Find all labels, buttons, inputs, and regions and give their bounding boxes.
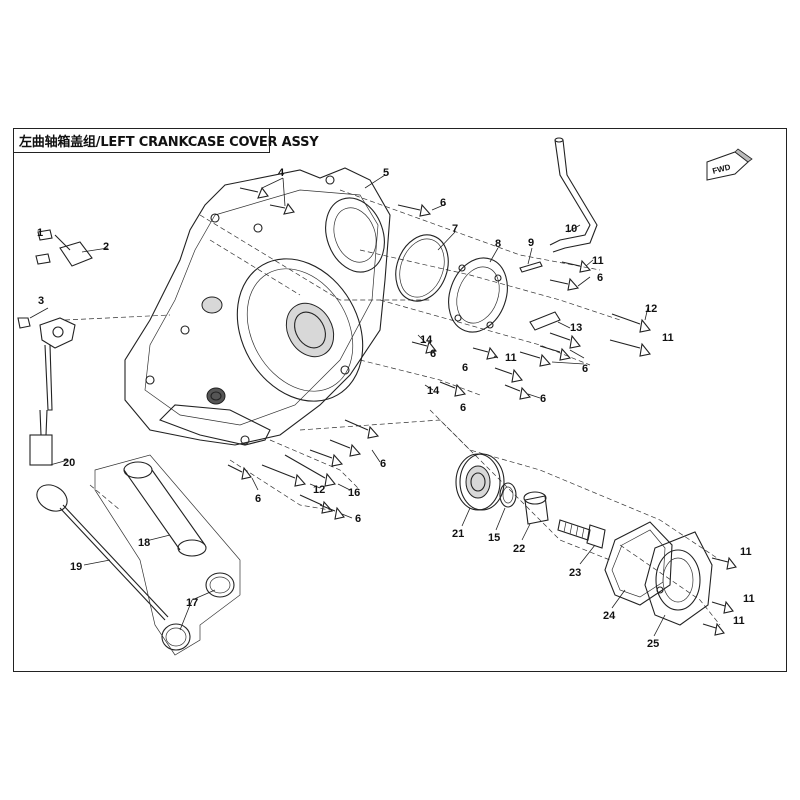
callout-25: 25 xyxy=(647,638,659,650)
callout-6g: 6 xyxy=(460,402,466,414)
callout-17: 17 xyxy=(186,597,198,609)
callout-6i: 6 xyxy=(255,493,261,505)
callout-5: 5 xyxy=(383,167,389,179)
callout-23: 23 xyxy=(569,567,581,579)
bracket-2 xyxy=(35,229,93,267)
callout-6h: 6 xyxy=(380,458,386,470)
fwd-arrow-icon: FWD xyxy=(706,148,753,181)
callout-6b: 6 xyxy=(597,272,603,284)
bracket-plate xyxy=(529,311,561,331)
crankcase-cover xyxy=(124,167,391,446)
callout-10: 10 xyxy=(565,223,577,235)
filler-tube xyxy=(123,461,207,557)
cover-gasket xyxy=(604,521,673,606)
diagram-title: 左曲轴箱盖组/LEFT CRANKCASE COVER ASSY xyxy=(19,134,319,150)
callout-12b: 12 xyxy=(313,484,325,496)
dowel-pin xyxy=(519,261,543,273)
callout-12a: 12 xyxy=(645,303,657,315)
o-ring-17b xyxy=(161,623,191,651)
center-bolt xyxy=(557,519,606,549)
callouts: 1 2 3 4 5 6 6 6 6 6 6 6 6 6 6 7 8 9 10 1… xyxy=(37,167,755,650)
assembly-guide-lines xyxy=(64,189,721,626)
callout-9: 9 xyxy=(528,237,534,249)
callout-6a: 6 xyxy=(440,197,446,209)
callout-14b: 14 xyxy=(427,385,440,397)
callout-24: 24 xyxy=(603,610,616,622)
callout-7: 7 xyxy=(452,223,458,235)
callout-1: 1 xyxy=(37,227,43,239)
bearing xyxy=(455,453,505,511)
o-ring-seal xyxy=(395,234,449,302)
sensor-assembly xyxy=(29,317,76,466)
outer-cover xyxy=(644,531,713,626)
callout-21: 21 xyxy=(452,528,464,540)
callout-11d: 11 xyxy=(740,546,752,558)
title-box: 左曲轴箱盖组/LEFT CRANKCASE COVER ASSY xyxy=(13,128,319,153)
callout-14a: 14 xyxy=(420,334,433,346)
callout-11e: 11 xyxy=(743,593,755,605)
callout-11b: 11 xyxy=(662,332,674,344)
inspection-cover xyxy=(448,257,508,333)
callout-13: 13 xyxy=(570,322,582,334)
callout-11f: 11 xyxy=(733,615,745,627)
bolt-set xyxy=(227,186,737,636)
callout-19: 19 xyxy=(70,561,82,573)
callout-6j: 6 xyxy=(355,513,361,525)
breather-hose xyxy=(549,139,591,246)
leader-lines xyxy=(29,174,666,637)
callout-4: 4 xyxy=(278,167,285,179)
callout-11c: 11 xyxy=(505,352,517,364)
callout-3: 3 xyxy=(38,295,44,307)
callout-20: 20 xyxy=(63,457,75,469)
dipstick xyxy=(36,484,169,621)
callout-2: 2 xyxy=(103,241,109,253)
collar xyxy=(523,491,549,525)
callout-18: 18 xyxy=(138,537,150,549)
callout-6c: 6 xyxy=(582,363,588,375)
o-ring-17a xyxy=(205,572,235,598)
callout-6f: 6 xyxy=(430,348,436,360)
callout-6e: 6 xyxy=(462,362,468,374)
seal-15 xyxy=(499,482,517,508)
callout-15: 15 xyxy=(488,532,500,544)
callout-11a: 11 xyxy=(592,255,604,267)
callout-6d: 6 xyxy=(540,393,546,405)
diagram-frame xyxy=(13,128,787,672)
callout-22: 22 xyxy=(513,543,525,555)
callout-8: 8 xyxy=(495,238,501,250)
callout-16: 16 xyxy=(348,487,360,499)
bolt-small-3 xyxy=(17,317,31,329)
